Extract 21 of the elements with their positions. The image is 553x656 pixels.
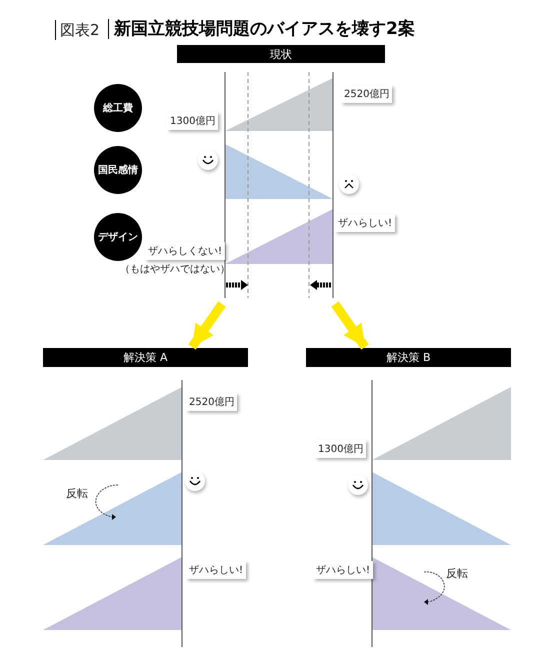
figure-label: 図表2 [55,20,100,40]
header-bar: 現状 [177,45,385,63]
value-label: 1300億円 [167,112,218,130]
value-label: ザハらしい! [313,561,374,579]
annotation-text: 反転 [446,566,468,581]
category-circle: 国民感情 [94,146,142,194]
arrow [331,301,369,350]
value-label: ザハらしくない! [145,242,226,260]
annotation-text: 反転 [66,486,88,501]
value-label: 2520億円 [341,85,392,103]
note-text: （もはやザハではない） [120,263,230,276]
value-label: 2520億円 [186,393,238,411]
title: 新国立競技場問題のバイアスを壊す2案 [108,19,415,39]
category-circle: デザイン [94,213,142,261]
value-label: ザハらしい! [186,561,246,579]
value-label: ザハらしい! [335,214,396,232]
value-label: 1300億円 [315,440,366,458]
header-bar: 解決策 B [306,348,511,367]
category-circle: 総工費 [94,84,142,132]
header-bar: 解決策 A [43,348,248,367]
arrow [188,301,226,350]
